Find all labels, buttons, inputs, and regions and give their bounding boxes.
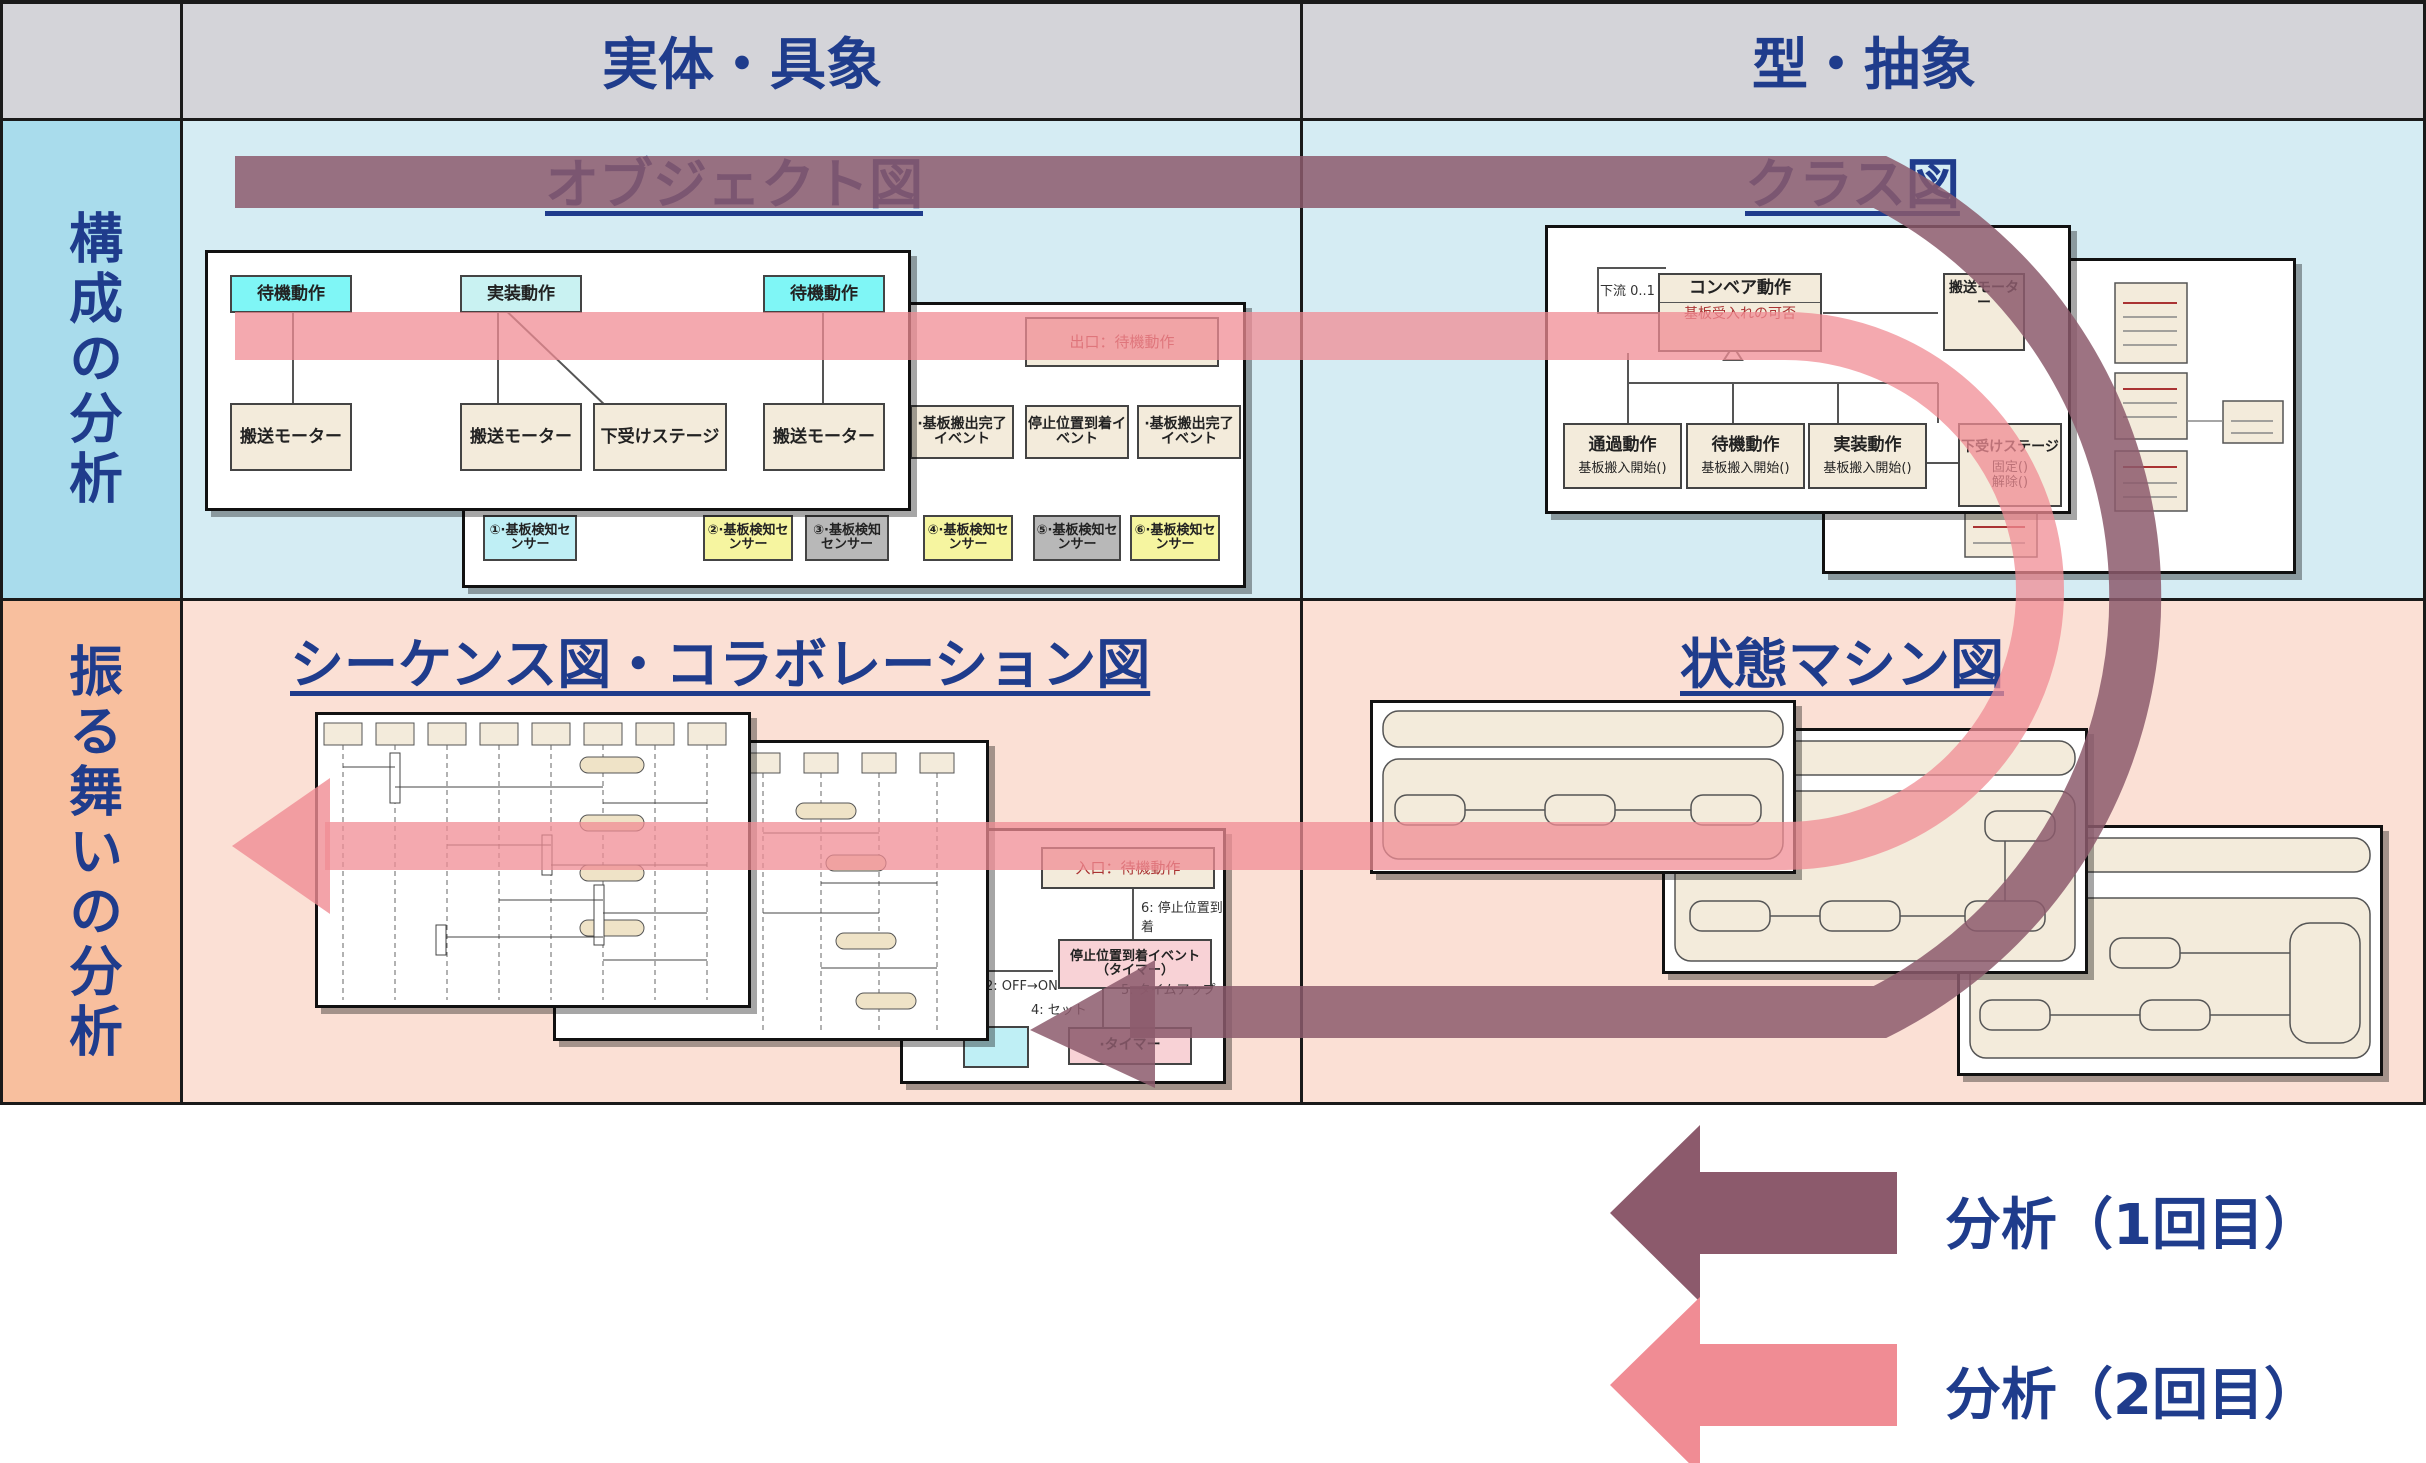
collab-msg1: 6: 停止位置到着 — [1141, 901, 1223, 935]
col-header-concrete: 実体・具象 — [182, 0, 1302, 120]
obj-sensor1: ①·基板検知センサー — [483, 515, 577, 561]
grid-line-v2 — [1300, 0, 1303, 1105]
obj-motor2: 搬送モーター — [460, 403, 582, 471]
cls-impl-name: 実装動作 — [1833, 434, 1902, 455]
obj-sensor4: ④·基板検知センサー — [923, 515, 1013, 561]
obj-ev2: 停止位置到着イベント — [1025, 405, 1129, 459]
grid-line-h2 — [0, 598, 2426, 601]
obj-ev1: ·基板搬出完了イベント — [910, 405, 1014, 459]
row-header-behavior: 振る舞いの分析 — [0, 600, 182, 1105]
cls-pass-name: 通過動作 — [1588, 434, 1657, 455]
cls-impl: 実装動作 基板搬入開始() — [1808, 423, 1927, 489]
arrow-analysis-2 — [235, 312, 2064, 870]
legend-arrow-1-shape — [1610, 1125, 1897, 1302]
col-header-abstract: 型・抽象 — [1302, 0, 2426, 120]
obj-motor3: 搬送モーター — [763, 403, 885, 471]
grid-line-h-bottom — [0, 1102, 2426, 1105]
obj-sensor2: ②·基板検知センサー — [703, 515, 793, 561]
grid-line-h1 — [0, 118, 2426, 121]
cls-conveyor-name: コンベア動作 — [1660, 275, 1820, 303]
title-state-diagram: 状態マシン図 — [1680, 633, 2004, 696]
obj-stage: 下受けステージ — [593, 403, 727, 471]
arrow-analysis-2-head — [232, 778, 330, 914]
grid-line-h-top — [0, 0, 2426, 4]
grid-line-v1 — [180, 0, 183, 1105]
cls-assoc-label: 下流 0..1 — [1600, 284, 1655, 299]
row-header-structure: 構成の分析 — [0, 120, 182, 600]
legend-label-second: 分析（2回目） — [1945, 1363, 2320, 1428]
cls-wait-method: 基板搬入開始() — [1701, 461, 1790, 477]
obj-sensor3: ③·基板検知センサー — [805, 515, 889, 561]
legend-arrow-2-shape — [1610, 1297, 1897, 1463]
obj-motor1: 搬送モーター — [230, 403, 352, 471]
obj-sensor6: ⑥·基板検知センサー — [1130, 515, 1220, 561]
grid-line-v-left — [0, 0, 3, 1105]
obj-sensor5: ⑤·基板検知センサー — [1033, 515, 1121, 561]
arrow-analysis-1-head — [1030, 960, 1155, 1088]
cls-pass-method: 基板搬入開始() — [1578, 461, 1667, 477]
collab-msg4: 2: OFF→ON — [985, 979, 1058, 994]
cls-wait: 待機動作 基板搬入開始() — [1686, 423, 1805, 489]
cls-wait-name: 待機動作 — [1711, 434, 1780, 455]
obj-ev3: ·基板搬出完了イベント — [1137, 405, 1241, 459]
grid-line-v-right — [2423, 0, 2426, 1105]
collab-sensor — [963, 1026, 1029, 1068]
cls-pass: 通過動作 基板搬入開始() — [1563, 423, 1682, 489]
legend-label-first: 分析（1回目） — [1945, 1193, 2320, 1258]
arrow-analysis-1 — [235, 156, 2162, 1038]
corner-cell — [0, 0, 182, 120]
cls-impl-method: 基板搬入開始() — [1823, 461, 1912, 477]
title-sequence-diagram: シーケンス図・コラボレーション図 — [290, 633, 1151, 696]
